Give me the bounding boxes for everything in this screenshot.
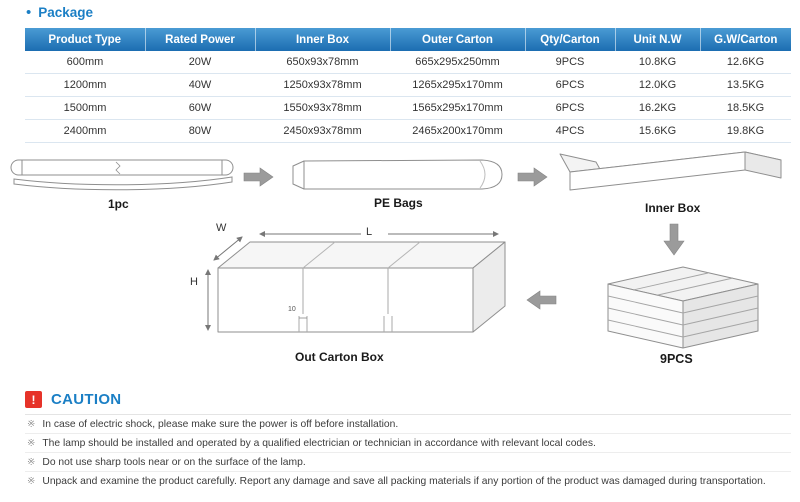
length-dimension-label: L <box>366 226 373 238</box>
table-cell: 6PCS <box>525 96 615 120</box>
table-row: 2400mm 80W 2450x93x78mm 2465x200x170mm 4… <box>25 119 791 143</box>
table-header-row: Product Type Rated Power Inner Box Outer… <box>25 28 791 51</box>
table-cell: 650x93x78mm <box>255 51 390 74</box>
inner-box-caption: Inner Box <box>645 201 701 215</box>
table-cell: 2450x93x78mm <box>255 119 390 143</box>
caution-text: In case of electric shock, please make s… <box>42 419 399 430</box>
reference-mark-icon: ※ <box>27 476 36 487</box>
table-cell: 80W <box>145 119 255 143</box>
col-header-qty-carton: Qty/Carton <box>525 28 616 51</box>
caution-item: ※ The lamp should be installed and opera… <box>25 434 791 453</box>
out-carton-illustration <box>205 231 506 333</box>
caution-text: Do not use sharp tools near or on the su… <box>42 457 306 468</box>
col-header-unit-nw: Unit N.W <box>615 28 701 51</box>
col-header-gw-carton: G.W/Carton <box>700 28 791 51</box>
col-header-product-type: Product Type <box>25 28 146 51</box>
page-title: Package <box>38 5 94 20</box>
arrow-left-icon <box>526 290 557 310</box>
table-cell: 2465x200x170mm <box>390 119 525 143</box>
out-carton-caption: Out Carton Box <box>295 350 384 364</box>
table-cell: 19.8KG <box>700 119 791 143</box>
section-title: • Package <box>26 5 93 20</box>
table-cell: 9PCS <box>525 51 615 74</box>
table-cell: 16.2KG <box>615 96 700 120</box>
table-cell: 1200mm <box>25 73 145 97</box>
table-cell: 1550x93x78mm <box>255 96 390 120</box>
height-dimension-label: H <box>190 276 198 288</box>
pe-bag-caption: PE Bags <box>374 196 423 210</box>
stack-caption: 9PCS <box>660 352 693 366</box>
table-row: 1200mm 40W 1250x93x78mm 1265x295x170mm 6… <box>25 73 791 97</box>
table-cell: 4PCS <box>525 119 615 143</box>
table-cell: 13.5KG <box>700 73 791 97</box>
package-spec-table: Product Type Rated Power Inner Box Outer… <box>25 28 791 143</box>
inner-box-illustration <box>559 151 782 191</box>
table-cell: 40W <box>145 73 255 97</box>
reference-mark-icon: ※ <box>27 419 36 430</box>
caution-title: CAUTION <box>51 391 122 408</box>
table-cell: 1250x93x78mm <box>255 73 390 97</box>
table-cell: 12.0KG <box>615 73 700 97</box>
arrow-down-icon <box>663 223 685 256</box>
reference-mark-icon: ※ <box>27 457 36 468</box>
table-cell: 18.5KG <box>700 96 791 120</box>
col-header-rated-power: Rated Power <box>145 28 256 51</box>
table-cell: 600mm <box>25 51 145 74</box>
table-cell: 15.6KG <box>615 119 700 143</box>
caution-header: ! CAUTION <box>25 391 791 415</box>
table-cell: 10.8KG <box>615 51 700 74</box>
table-cell: 665x295x250mm <box>390 51 525 74</box>
table-cell: 12.6KG <box>700 51 791 74</box>
exclamation-icon: ! <box>25 391 42 408</box>
bullet-icon: • <box>26 4 32 21</box>
table-cell: 1565x295x170mm <box>390 96 525 120</box>
table-row: 600mm 20W 650x93x78mm 665x295x250mm 9PCS… <box>25 51 791 74</box>
table-cell: 1500mm <box>25 96 145 120</box>
caution-section: ! CAUTION ※ In case of electric shock, p… <box>25 391 791 490</box>
tube-caption: 1pc <box>108 197 129 211</box>
caution-text: The lamp should be installed and operate… <box>42 438 596 449</box>
caution-item: ※ Unpack and examine the product careful… <box>25 472 791 490</box>
caution-text: Unpack and examine the product carefully… <box>42 476 766 487</box>
width-dimension-label: W <box>216 222 227 234</box>
table-cell: 20W <box>145 51 255 74</box>
packaging-diagram: 1pc PE Bags In <box>0 138 800 382</box>
reference-mark-icon: ※ <box>27 438 36 449</box>
table-cell: 60W <box>145 96 255 120</box>
col-header-outer-carton: Outer Carton <box>390 28 526 51</box>
table-row: 1500mm 60W 1550x93x78mm 1565x295x170mm 6… <box>25 96 791 120</box>
table-cell: 2400mm <box>25 119 145 143</box>
carton-stack-illustration <box>607 266 759 349</box>
table-cell: 1265x295x170mm <box>390 73 525 97</box>
caution-item: ※ In case of electric shock, please make… <box>25 415 791 434</box>
arrow-right-icon <box>243 167 274 187</box>
caution-item: ※ Do not use sharp tools near or on the … <box>25 453 791 472</box>
arrow-right-icon <box>517 167 548 187</box>
gap-dimension-label: 10 <box>288 306 296 313</box>
table-cell: 6PCS <box>525 73 615 97</box>
col-header-inner-box: Inner Box <box>255 28 391 51</box>
pe-bag-illustration <box>292 159 503 190</box>
tube-light-illustration <box>10 159 234 191</box>
